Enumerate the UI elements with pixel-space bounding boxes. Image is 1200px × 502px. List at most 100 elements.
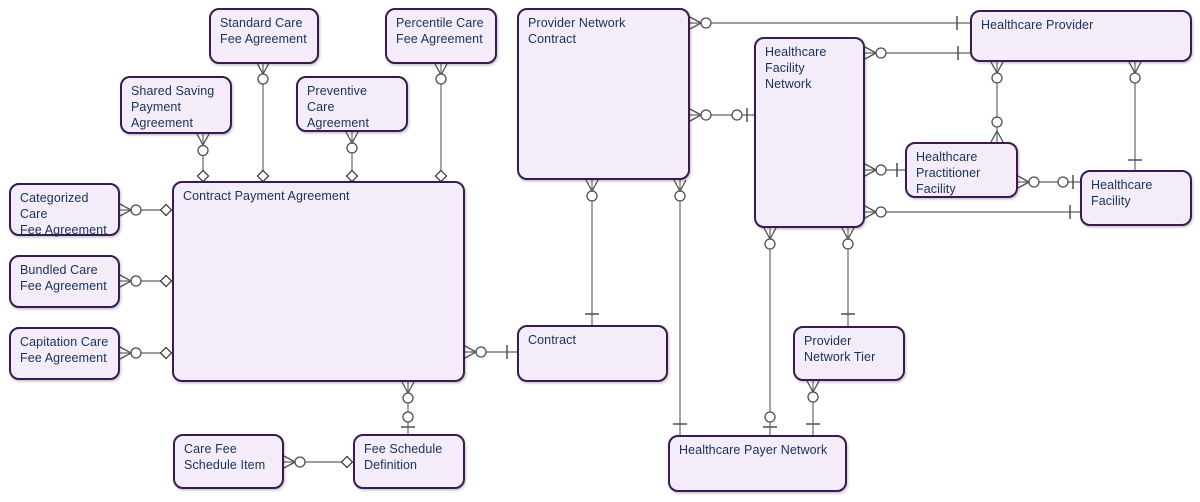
diamond-icon — [340, 455, 354, 469]
connector-healthcare-provider-to-healthcare-practitioner-facility — [990, 61, 1004, 143]
connector-healthcare-facility-network-to-healthcare-facility — [864, 205, 1080, 219]
many-crowfoot-icon — [283, 455, 296, 469]
entity-label: Capitation Care Fee Agreement — [20, 335, 109, 365]
many-crowfoot-icon — [1017, 175, 1030, 189]
entity-label: Healthcare Facility — [1091, 178, 1153, 208]
many-crowfoot-icon — [990, 130, 1004, 143]
many-crowfoot-icon — [345, 131, 359, 144]
entity-capitation-care-fee-agreement: Capitation Care Fee Agreement — [9, 327, 120, 380]
connector-capitation-care-to-contract-payment-agreement — [119, 346, 173, 360]
connector-healthcare-facility-network-to-provider-network-tier — [841, 227, 855, 326]
diamond-icon — [434, 169, 448, 183]
many-crowfoot-icon — [841, 227, 855, 240]
connector-provider-network-contract-to-healthcare-facility-network — [689, 108, 754, 122]
zero-circle-icon — [764, 411, 776, 423]
entity-contract-payment-agreement: Contract Payment Agreement — [172, 181, 465, 382]
zero-circle-icon — [807, 391, 819, 403]
entity-provider-network-tier: Provider Network Tier — [793, 326, 905, 381]
connector-categorized-care-to-contract-payment-agreement — [119, 203, 173, 217]
many-crowfoot-icon — [864, 46, 877, 60]
zero-circle-icon — [1028, 176, 1040, 188]
many-crowfoot-icon — [119, 346, 132, 360]
entity-label: Healthcare Payer Network — [679, 443, 828, 457]
zero-circle-icon — [764, 238, 776, 250]
many-crowfoot-icon — [1128, 61, 1142, 74]
connector-standard-care-to-contract-payment-agreement — [256, 62, 270, 183]
many-crowfoot-icon — [119, 274, 132, 288]
entity-standard-care-fee-agreement: Standard Care Fee Agreement — [209, 8, 319, 64]
many-crowfoot-icon — [990, 61, 1004, 74]
entity-label: Fee Schedule Definition — [364, 442, 443, 472]
many-crowfoot-icon — [864, 163, 877, 177]
zero-circle-icon — [402, 392, 414, 404]
zero-circle-icon — [435, 73, 447, 85]
many-crowfoot-icon — [585, 179, 599, 192]
diamond-icon — [196, 169, 210, 183]
connector-percentile-care-to-contract-payment-agreement — [434, 63, 448, 183]
connector-healthcare-facility-network-to-healthcare-practitioner-facility — [864, 163, 905, 177]
zero-circle-icon — [674, 190, 686, 202]
entity-fee-schedule-definition: Fee Schedule Definition — [353, 434, 465, 489]
entity-label: Percentile Care Fee Agreement — [396, 16, 484, 46]
zero-circle-icon — [130, 275, 142, 287]
zero-circle-icon — [1057, 176, 1069, 188]
zero-circle-icon — [257, 73, 269, 85]
entity-percentile-care-fee-agreement: Percentile Care Fee Agreement — [385, 8, 497, 64]
connector-provider-network-contract-to-healthcare-provider — [689, 16, 970, 30]
entity-label: Shared Saving Payment Agreement — [131, 84, 215, 130]
entity-healthcare-provider: Healthcare Provider — [970, 10, 1192, 62]
many-crowfoot-icon — [689, 16, 702, 30]
entity-label: Bundled Care Fee Agreement — [20, 263, 107, 293]
diamond-icon — [256, 169, 270, 183]
entity-contract: Contract — [517, 325, 668, 382]
entity-label: Care Fee Schedule Item — [184, 442, 266, 472]
zero-circle-icon — [1129, 72, 1141, 84]
zero-circle-icon — [875, 206, 887, 218]
connector-provider-network-contract-to-healthcare-payer-network — [673, 179, 687, 435]
many-crowfoot-icon — [763, 227, 777, 240]
connector-healthcare-facility-network-to-healthcare-provider — [864, 46, 970, 60]
zero-circle-icon — [875, 164, 887, 176]
zero-circle-icon — [130, 347, 142, 359]
zero-circle-icon — [875, 47, 887, 59]
diamond-icon — [159, 203, 173, 217]
entity-care-fee-schedule-item: Care Fee Schedule Item — [173, 434, 284, 489]
connector-contract-payment-agreement-to-contract — [464, 345, 517, 359]
zero-circle-icon — [991, 116, 1003, 128]
entity-label: Categorized Care Fee Agreement — [20, 191, 107, 237]
zero-circle-icon — [700, 109, 712, 121]
entity-healthcare-facility-network: Healthcare Facility Network — [754, 37, 865, 228]
many-crowfoot-icon — [256, 62, 270, 75]
entity-healthcare-practitioner-facility: Healthcare Practitioner Facility — [905, 142, 1018, 198]
entity-label: Standard Care Fee Agreement — [220, 16, 307, 46]
entity-healthcare-payer-network: Healthcare Payer Network — [668, 435, 847, 492]
connector-bundled-care-to-contract-payment-agreement — [119, 274, 173, 288]
diamond-icon — [159, 274, 173, 288]
connector-care-fee-schedule-item-to-fee-schedule-definition — [283, 455, 354, 469]
connector-healthcare-provider-to-healthcare-facility — [1128, 61, 1142, 170]
connector-healthcare-practitioner-facility-to-healthcare-facility — [1017, 175, 1080, 189]
many-crowfoot-icon — [864, 205, 877, 219]
entity-provider-network-contract: Provider Network Contract — [517, 8, 690, 180]
zero-circle-icon — [346, 142, 358, 154]
entity-label: Provider Network Contract — [528, 16, 626, 46]
many-crowfoot-icon — [464, 345, 477, 359]
entity-bundled-care-fee-agreement: Bundled Care Fee Agreement — [9, 255, 120, 308]
entity-preventive-care-agreement: Preventive Care Agreement — [296, 76, 408, 132]
zero-circle-icon — [402, 411, 414, 423]
many-crowfoot-icon — [196, 133, 210, 146]
many-crowfoot-icon — [806, 380, 820, 393]
zero-circle-icon — [991, 72, 1003, 84]
zero-circle-icon — [586, 190, 598, 202]
many-crowfoot-icon — [689, 108, 702, 122]
zero-circle-icon — [130, 204, 142, 216]
connector-contract-payment-agreement-to-fee-schedule-definition — [401, 381, 415, 434]
zero-circle-icon — [197, 144, 209, 157]
zero-circle-icon — [700, 17, 712, 29]
many-crowfoot-icon — [119, 203, 132, 217]
entity-label: Healthcare Provider — [981, 18, 1094, 32]
connector-provider-network-tier-to-healthcare-payer-network — [806, 380, 820, 435]
entity-label: Healthcare Facility Network — [765, 45, 827, 91]
